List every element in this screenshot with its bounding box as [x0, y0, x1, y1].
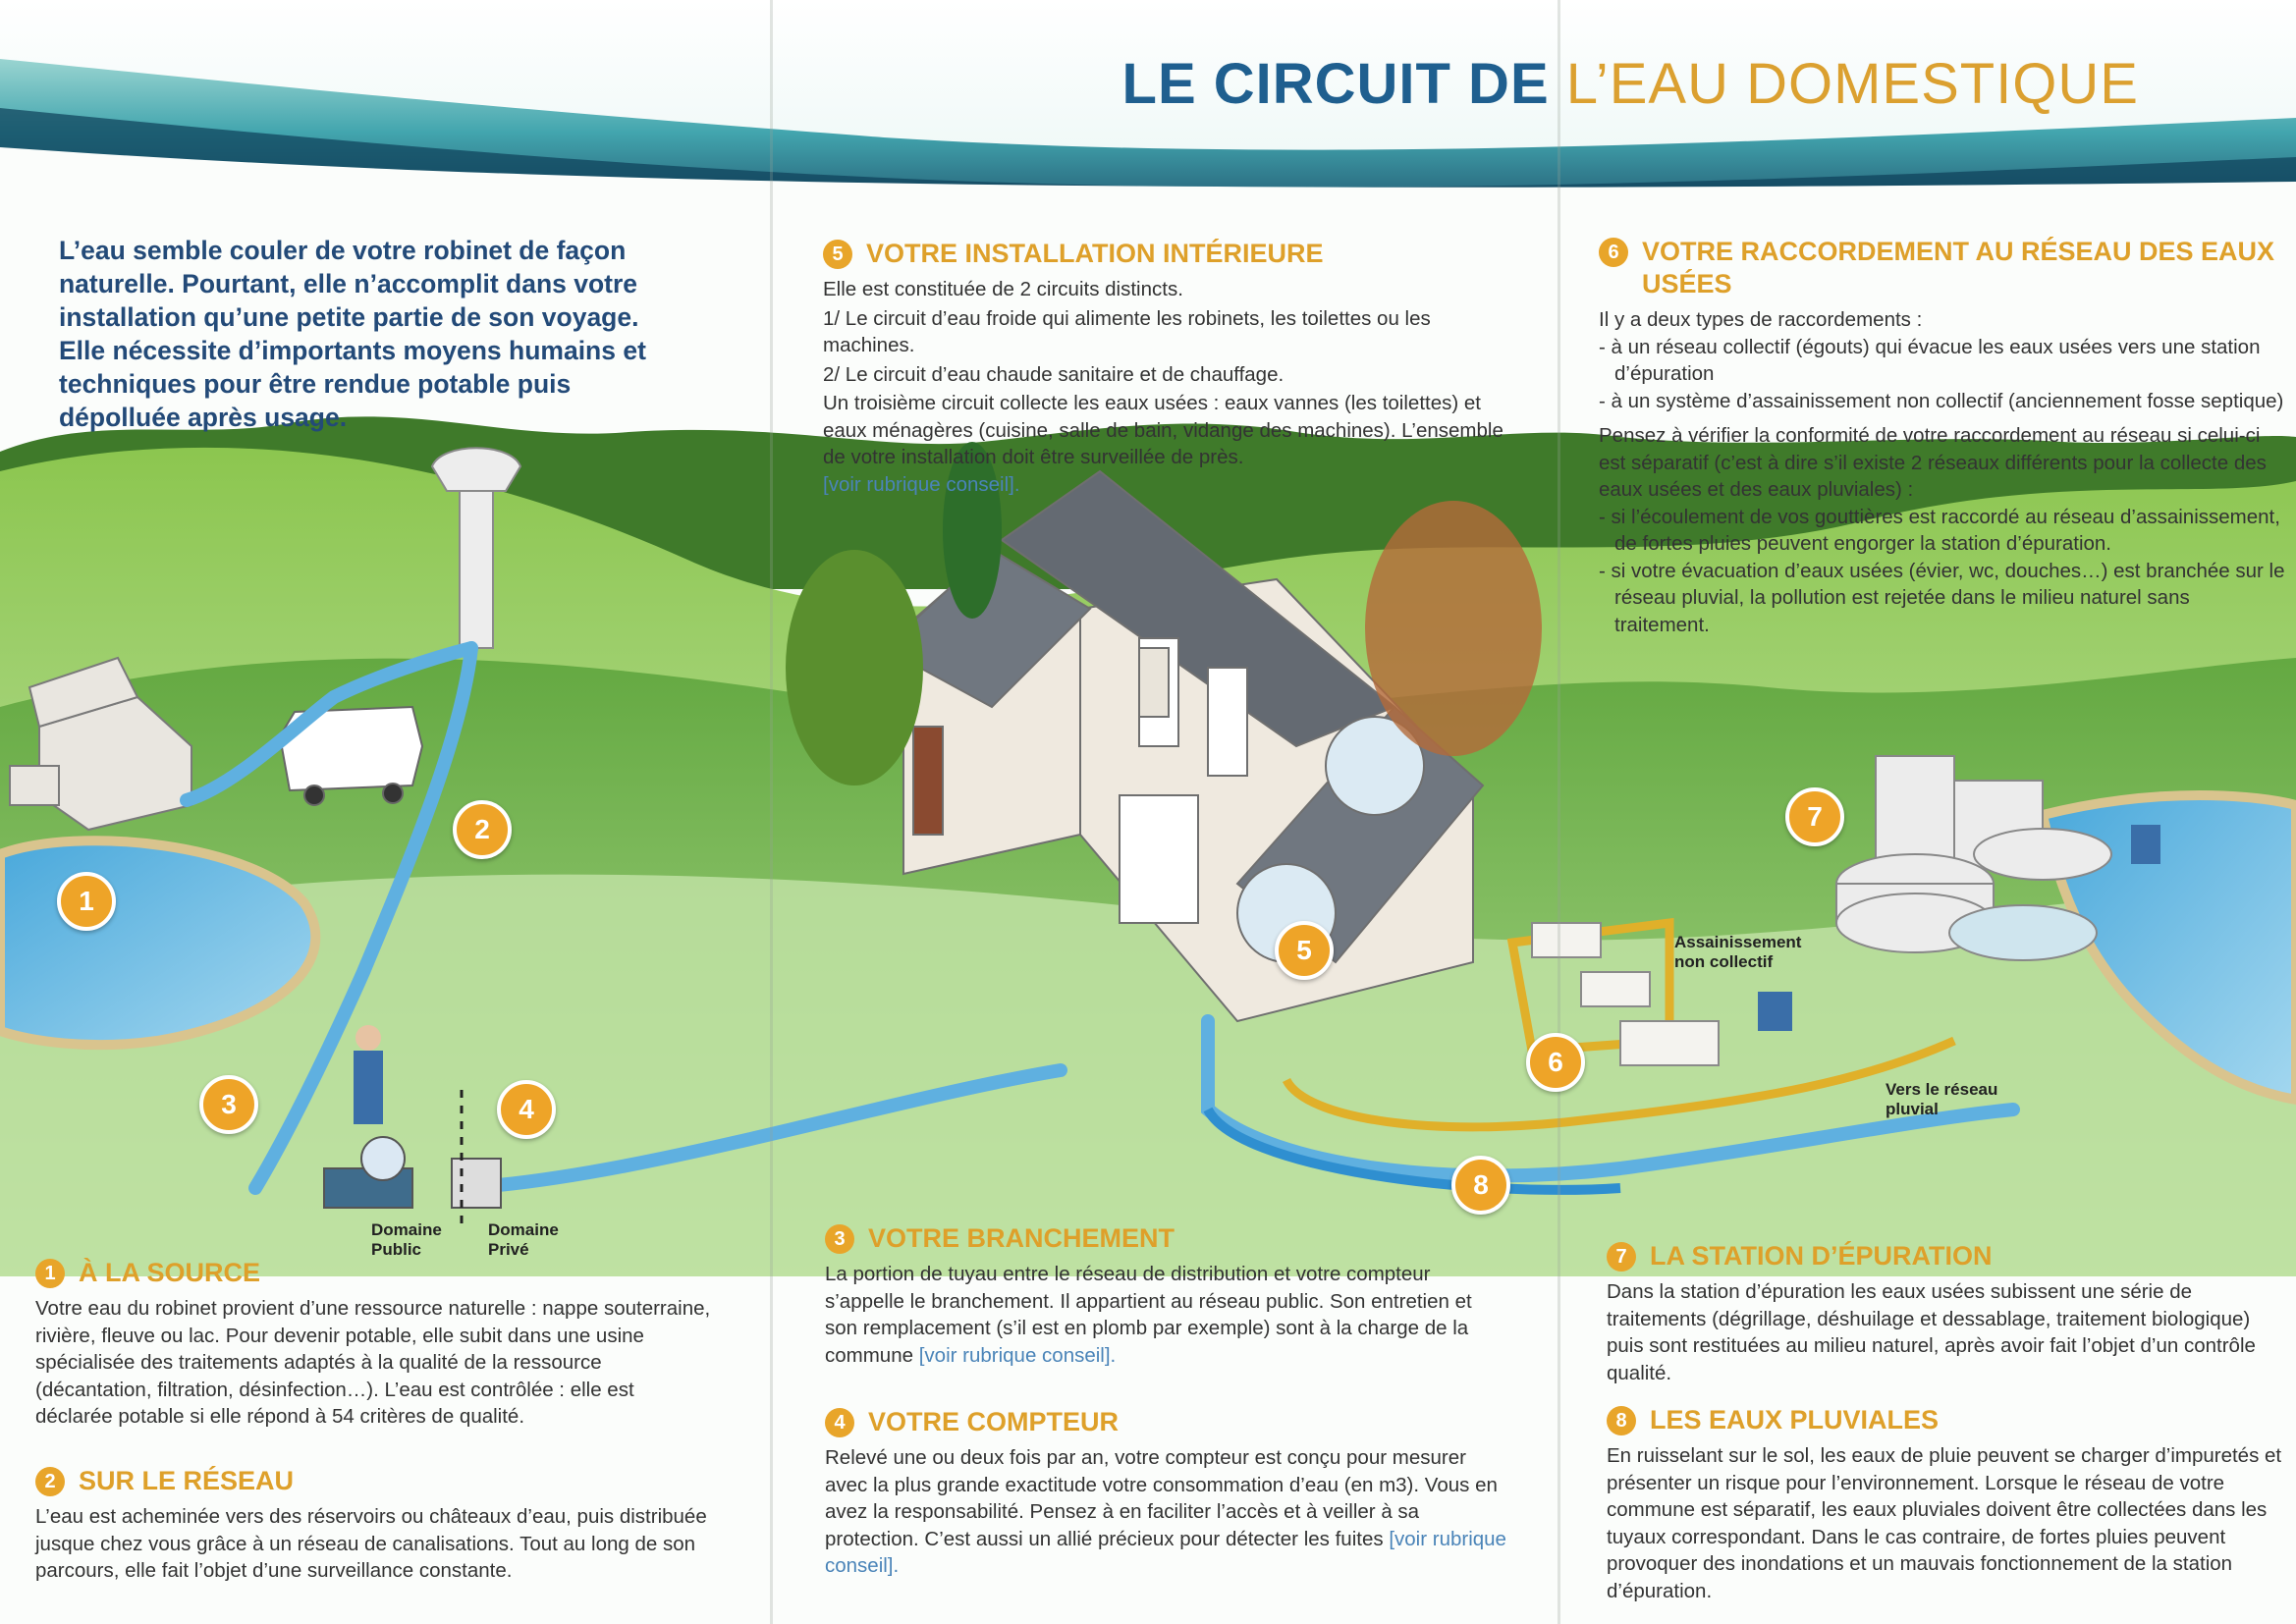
section-4-body-text: Relevé une ou deux fois par an, votre co…: [825, 1446, 1498, 1550]
marker-5: 5: [1275, 921, 1334, 980]
label-assainissement-line1: Assainissement: [1674, 933, 1802, 951]
marker-7: 7: [1785, 787, 1844, 846]
section-5-number: 5: [823, 240, 852, 269]
section-5-p2: 1/ Le circuit d’eau froide qui alimente …: [823, 306, 1431, 357]
label-domaine-prive: Domaine Privé: [488, 1220, 559, 1260]
intro-text: L’eau semble couler de votre robinet de …: [59, 236, 646, 432]
section-6-p2: Pensez à vérifier la conformité de votre…: [1599, 424, 2267, 501]
section-8-eaux-pluviales: 8 LES EAUX PLUVIALES En ruisselant sur l…: [1607, 1404, 2289, 1604]
section-5-title: VOTRE INSTALLATION INTÉRIEURE: [866, 239, 1324, 268]
section-6-heading: 6 VOTRE RACCORDEMENT AU RÉSEAU DES EAUX …: [1599, 236, 2286, 300]
marker-4: 4: [497, 1080, 556, 1139]
marker-3: 3: [199, 1075, 258, 1134]
label-reseau-pluvial-line2: pluvial: [1886, 1100, 1939, 1118]
label-domaine-prive-line2: Privé: [488, 1240, 529, 1259]
section-3-body: La portion de tuyau entre le réseau de d…: [825, 1261, 1503, 1369]
section-5-p1: Elle est constituée de 2 circuits distin…: [823, 278, 1183, 300]
label-reseau-pluvial-line1: Vers le réseau: [1886, 1080, 1998, 1099]
section-5-p3: 2/ Le circuit d’eau chaude sanitaire et …: [823, 362, 1285, 386]
section-6-bullet2: - à un système d’assainissement non coll…: [1599, 389, 2284, 412]
marker-8: 8: [1451, 1156, 1510, 1215]
fold-line-left: [770, 0, 773, 1624]
section-8-title: LES EAUX PLUVIALES: [1650, 1405, 1940, 1435]
fold-line-right: [1558, 0, 1560, 1624]
section-8-heading: 8 LES EAUX PLUVIALES: [1607, 1404, 2289, 1436]
title-part2: L’EAU DOMESTIQUE: [1565, 52, 2139, 116]
section-5-link[interactable]: [voir rubrique conseil].: [823, 472, 1020, 496]
section-1-title: À LA SOURCE: [79, 1258, 261, 1287]
label-domaine-public-line2: Public: [371, 1240, 422, 1259]
section-2-reseau: 2 SUR LE RÉSEAU L’eau est acheminée vers…: [35, 1465, 723, 1585]
section-2-title: SUR LE RÉSEAU: [79, 1466, 295, 1495]
section-2-heading: 2 SUR LE RÉSEAU: [35, 1465, 723, 1497]
marker-1: 1: [57, 872, 116, 931]
section-2-number: 2: [35, 1467, 65, 1496]
section-4-compteur: 4 VOTRE COMPTEUR Relevé une ou deux fois…: [825, 1406, 1512, 1580]
section-6-number: 6: [1599, 238, 1628, 267]
section-7-title: LA STATION D’ÉPURATION: [1650, 1241, 1993, 1271]
label-assainissement-non-collectif: Assainissement non collectif: [1674, 933, 1801, 972]
section-4-title: VOTRE COMPTEUR: [868, 1407, 1120, 1436]
section-6-title: VOTRE RACCORDEMENT AU RÉSEAU DES EAUX US…: [1642, 237, 2275, 298]
section-6-bullet3: - si l’écoulement de vos gouttières est …: [1599, 505, 2280, 556]
section-6-raccordement: 6 VOTRE RACCORDEMENT AU RÉSEAU DES EAUX …: [1599, 236, 2286, 638]
section-7-heading: 7 LA STATION D’ÉPURATION: [1607, 1240, 2289, 1272]
section-4-body: Relevé une ou deux fois par an, votre co…: [825, 1444, 1512, 1580]
section-1-source: 1 À LA SOURCE Votre eau du robinet provi…: [35, 1257, 713, 1431]
section-6-p1: Il y a deux types de raccordements :: [1599, 308, 1923, 331]
section-3-link[interactable]: [voir rubrique conseil].: [918, 1343, 1117, 1367]
section-3-number: 3: [825, 1224, 854, 1254]
section-1-body: Votre eau du robinet provient d’une ress…: [35, 1297, 711, 1428]
label-domaine-public-line1: Domaine: [371, 1220, 442, 1239]
section-1-heading: 1 À LA SOURCE: [35, 1257, 713, 1289]
section-4-link[interactable]: [voir rubrique conseil].: [825, 1527, 1506, 1578]
section-7-station-epuration: 7 LA STATION D’ÉPURATION Dans la station…: [1607, 1240, 2289, 1386]
marker-2: 2: [453, 800, 512, 859]
section-6-bullet1: - à un réseau collectif (égouts) qui éva…: [1599, 335, 2261, 386]
section-2-body: L’eau est acheminée vers des réservoirs …: [35, 1505, 707, 1582]
section-5-heading: 5 VOTRE INSTALLATION INTÉRIEURE: [823, 238, 1510, 270]
section-5-p4: Un troisième circuit collecte les eaux u…: [823, 392, 1503, 468]
section-3-branchement: 3 VOTRE BRANCHEMENT La portion de tuyau …: [825, 1222, 1503, 1369]
section-6-bullet4: - si votre évacuation d’eaux usées (évie…: [1599, 559, 2285, 636]
section-3-title: VOTRE BRANCHEMENT: [868, 1223, 1175, 1253]
section-5-installation-interieure: 5 VOTRE INSTALLATION INTÉRIEURE Elle est…: [823, 238, 1510, 498]
section-1-number: 1: [35, 1259, 65, 1288]
section-4-number: 4: [825, 1408, 854, 1437]
section-3-heading: 3 VOTRE BRANCHEMENT: [825, 1222, 1503, 1255]
page-title: LE CIRCUIT DE L’EAU DOMESTIQUE: [1122, 51, 2139, 117]
section-7-number: 7: [1607, 1242, 1636, 1272]
section-4-heading: 4 VOTRE COMPTEUR: [825, 1406, 1512, 1438]
marker-6: 6: [1526, 1033, 1585, 1092]
label-domaine-public: Domaine Public: [371, 1220, 442, 1260]
label-assainissement-line2: non collectif: [1674, 952, 1774, 971]
section-8-body: En ruisselant sur le sol, les eaux de pl…: [1607, 1444, 2282, 1602]
label-vers-reseau-pluvial: Vers le réseau pluvial: [1886, 1080, 1997, 1119]
title-part1: LE CIRCUIT DE: [1121, 52, 1550, 116]
label-domaine-prive-line1: Domaine: [488, 1220, 559, 1239]
section-3-body-text: La portion de tuyau entre le réseau de d…: [825, 1263, 1472, 1367]
section-7-body: Dans la station d’épuration les eaux usé…: [1607, 1280, 2256, 1384]
section-8-number: 8: [1607, 1406, 1636, 1435]
water-wave-banner: [0, 0, 2296, 226]
